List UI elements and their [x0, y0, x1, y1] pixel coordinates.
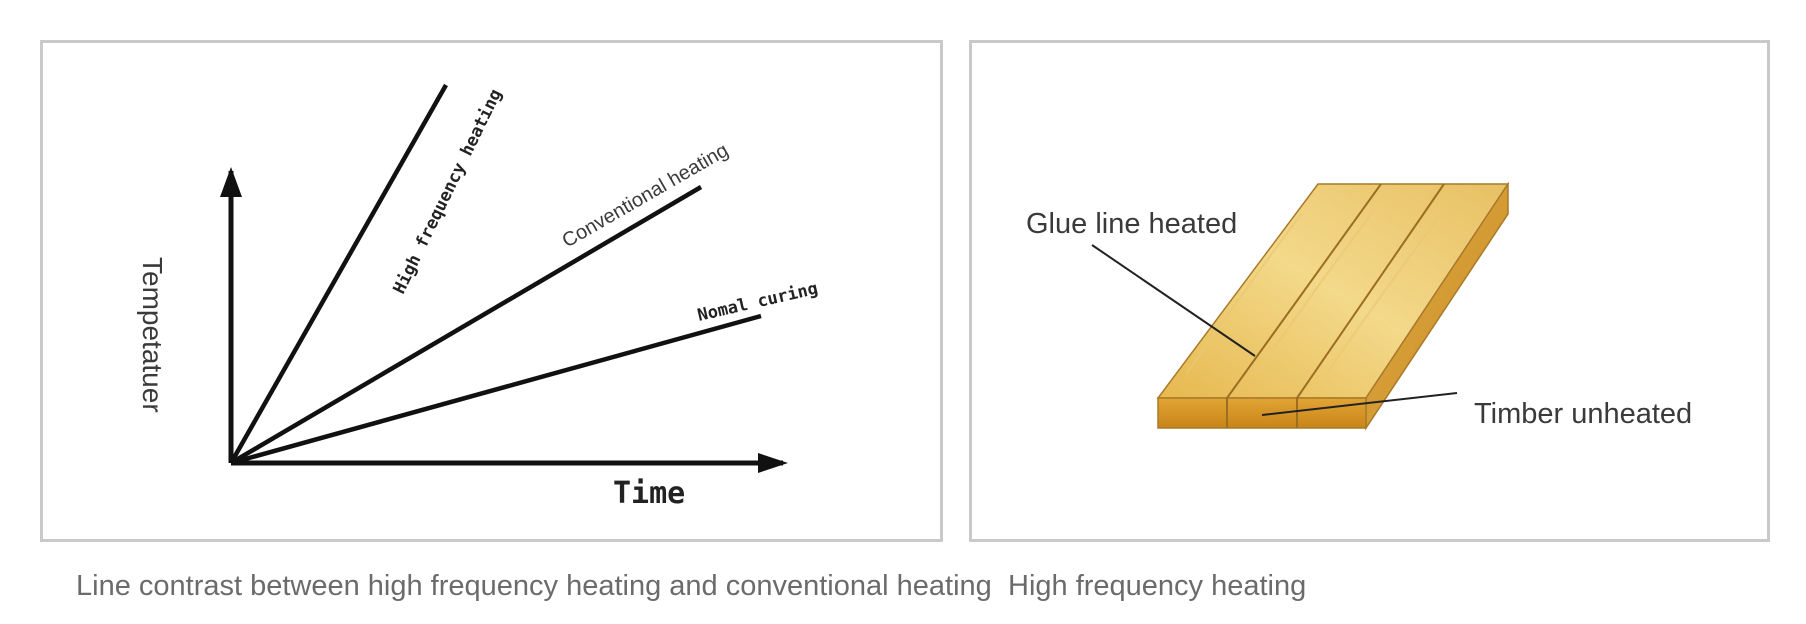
- conventional-label: Conventional heating: [559, 139, 733, 252]
- heating-comparison-panel: Tempetatuer Time High frequency heating …: [40, 40, 943, 542]
- timber-label: Timber unheated: [1474, 398, 1692, 430]
- x-axis-label: Time: [613, 476, 685, 511]
- x-axis-arrowhead: [758, 453, 788, 473]
- wood-grain: [1186, 212, 1303, 374]
- left-caption: Line contrast between high frequency hea…: [76, 570, 992, 602]
- glue-leader-line: [1091, 244, 1256, 357]
- right-caption: High frequency heating: [1008, 570, 1307, 602]
- y-axis-arrowhead: [220, 167, 242, 197]
- conventional-line: [229, 185, 703, 465]
- y-axis-label: Tempetatuer: [137, 257, 168, 413]
- wood-grain: [1326, 212, 1443, 374]
- high-frequency-line: [229, 83, 448, 465]
- high-frequency-label: High frequency heating: [390, 86, 507, 297]
- timber-leader-line: [1261, 392, 1458, 416]
- glue-line-1: [1226, 183, 1382, 399]
- timber-heating-panel: Glue line heated Timber unheated: [969, 40, 1770, 542]
- glue-line-label: Glue line heated: [1026, 208, 1237, 240]
- heating-comparison-diagram: Tempetatuer Time High frequency heating …: [137, 83, 820, 511]
- wood-grain: [1256, 212, 1373, 374]
- normal-curing-line: [230, 313, 762, 466]
- board-front-face: [1157, 397, 1367, 429]
- glue-line-2: [1296, 183, 1445, 399]
- timber-heating-diagram: Glue line heated Timber unheated: [1026, 181, 1692, 431]
